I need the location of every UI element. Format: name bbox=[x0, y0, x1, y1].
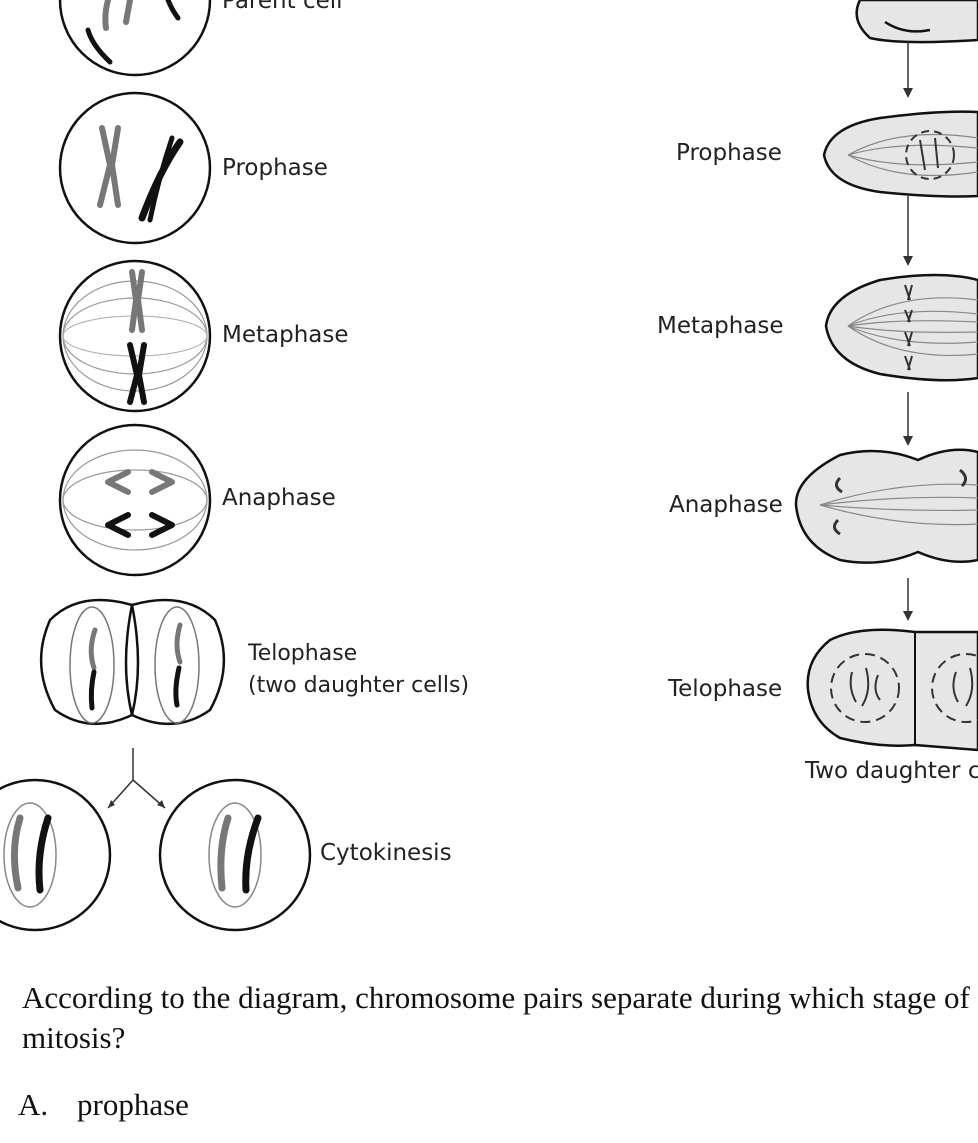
left-label-parent-cell: Parent cell bbox=[222, 0, 343, 14]
right-anaphase-cell bbox=[794, 448, 978, 621]
left-label-anaphase: Anaphase bbox=[222, 485, 336, 511]
right-metaphase-cell bbox=[824, 273, 978, 446]
left-anaphase-cell bbox=[58, 423, 212, 577]
left-prophase-cell bbox=[58, 91, 212, 245]
right-prophase-cell bbox=[822, 110, 978, 266]
left-telophase-cells bbox=[39, 598, 226, 726]
option-a-letter[interactable]: A. bbox=[18, 1087, 49, 1122]
left-cytokinesis-cell-2 bbox=[158, 778, 312, 932]
left-metaphase-cell bbox=[58, 259, 212, 413]
left-branch-arrows bbox=[107, 748, 166, 809]
right-label-two-daughter-cells: Two daughter c bbox=[805, 758, 978, 784]
right-label-metaphase: Metaphase bbox=[657, 313, 784, 339]
left-label-cytokinesis: Cytokinesis bbox=[320, 840, 452, 866]
left-label-metaphase: Metaphase bbox=[222, 322, 349, 348]
mitosis-diagram: Parent cell Prophase Metaphase Anaphase … bbox=[0, 0, 978, 932]
left-label-prophase: Prophase bbox=[222, 155, 328, 181]
left-parent-cell bbox=[58, 0, 212, 77]
right-label-prophase: Prophase bbox=[676, 140, 782, 166]
right-label-anaphase: Anaphase bbox=[669, 492, 783, 518]
left-cytokinesis-cell-1 bbox=[0, 778, 112, 932]
right-parent-cell bbox=[855, 0, 978, 98]
left-label-telophase-sub: (two daughter cells) bbox=[248, 673, 470, 698]
left-label-telophase: Telophase bbox=[248, 641, 358, 666]
question-number: . bbox=[0, 978, 2, 1014]
question-text: According to the diagram, chromosome pai… bbox=[22, 980, 970, 1055]
option-a-text[interactable]: prophase bbox=[77, 1087, 189, 1122]
right-telophase-cell bbox=[806, 628, 978, 752]
right-label-telophase: Telophase bbox=[668, 676, 783, 702]
